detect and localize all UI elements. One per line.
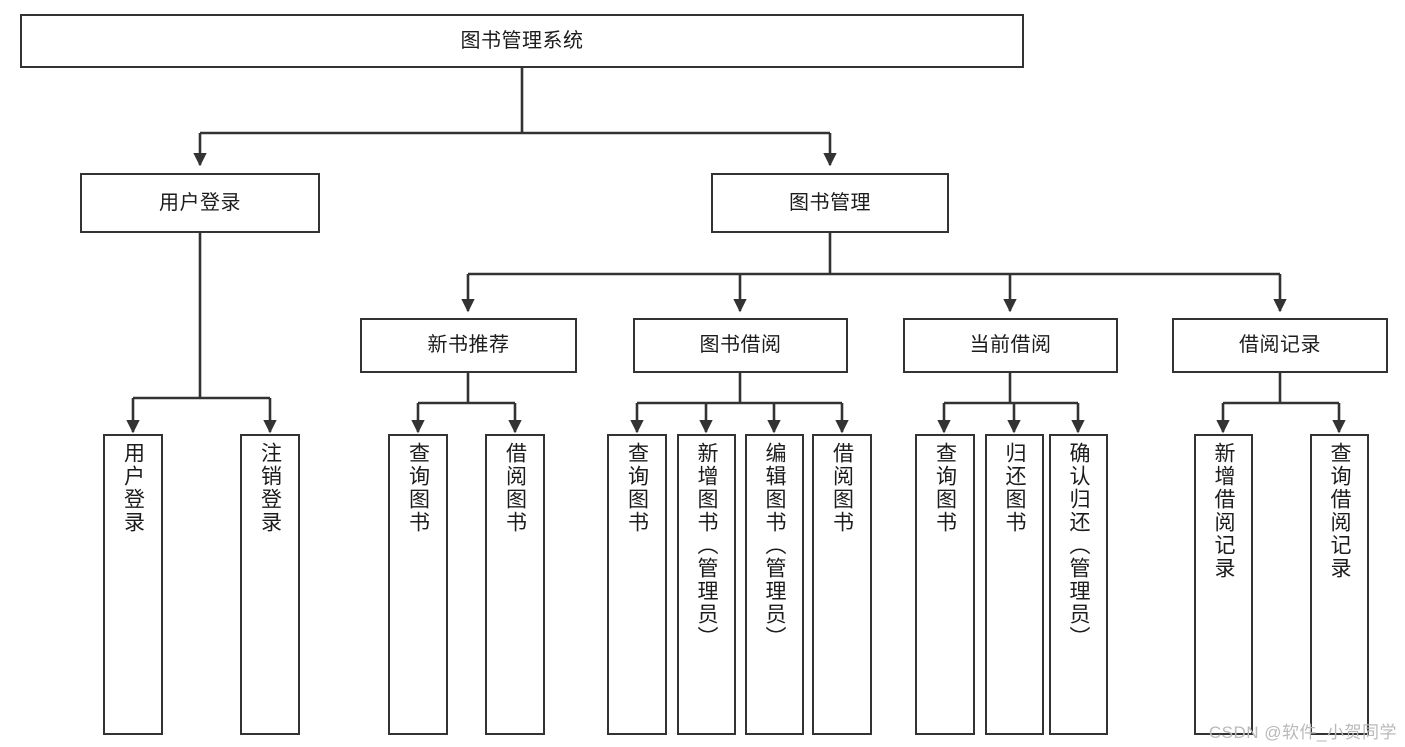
node-label: 借阅记录 — [1239, 334, 1321, 356]
node-label: 确认归还（管理员） — [1067, 442, 1090, 649]
node-label: 借阅图书 — [503, 442, 527, 534]
node-label: 查询图书 — [406, 442, 430, 534]
node-label: 当前借阅 — [969, 334, 1052, 356]
node-label: 新增图书（管理员） — [695, 442, 718, 649]
node-label: 借阅图书 — [830, 442, 854, 534]
node-current-borrow[interactable]: 当前借阅 — [903, 318, 1118, 373]
leaf-user-login[interactable]: 用户登录 — [103, 434, 163, 735]
node-label: 图书管理 — [789, 191, 871, 214]
node-label: 查询图书 — [933, 442, 957, 534]
node-label: 新书推荐 — [427, 334, 510, 356]
node-label: 图书管理系统 — [460, 29, 584, 52]
node-label: 图书借阅 — [699, 334, 782, 356]
node-label: 编辑图书（管理员） — [763, 442, 786, 649]
leaf-query-book-1[interactable]: 查询图书 — [388, 434, 448, 735]
node-label: 新增借阅记录 — [1212, 442, 1235, 580]
leaf-return-book[interactable]: 归还图书 — [985, 434, 1044, 735]
node-book-management[interactable]: 图书管理 — [711, 173, 949, 233]
node-label: 查询借阅记录 — [1328, 442, 1351, 580]
leaf-borrow-book-1[interactable]: 借阅图书 — [485, 434, 545, 735]
node-label: 用户登录 — [159, 191, 241, 214]
leaf-add-borrow-record[interactable]: 新增借阅记录 — [1194, 434, 1253, 735]
leaf-add-book-admin[interactable]: 新增图书（管理员） — [677, 434, 736, 735]
csdn-watermark: CSDN @软件_小贺同学 — [1208, 723, 1397, 742]
node-label: 注销登录 — [258, 442, 282, 534]
node-label: 查询图书 — [625, 442, 649, 534]
leaf-query-book-3[interactable]: 查询图书 — [915, 434, 975, 735]
leaf-query-book-2[interactable]: 查询图书 — [607, 434, 667, 735]
node-label: 归还图书 — [1003, 442, 1026, 534]
node-label: 用户登录 — [121, 442, 145, 534]
node-book-borrow[interactable]: 图书借阅 — [633, 318, 848, 373]
leaf-logout[interactable]: 注销登录 — [240, 434, 300, 735]
node-borrow-record[interactable]: 借阅记录 — [1172, 318, 1388, 373]
leaf-borrow-book-2[interactable]: 借阅图书 — [812, 434, 872, 735]
node-user-login[interactable]: 用户登录 — [80, 173, 320, 233]
node-new-book-recommend[interactable]: 新书推荐 — [360, 318, 577, 373]
leaf-confirm-return-admin[interactable]: 确认归还（管理员） — [1049, 434, 1108, 735]
leaf-query-borrow-record[interactable]: 查询借阅记录 — [1310, 434, 1369, 735]
node-root-system[interactable]: 图书管理系统 — [20, 14, 1024, 68]
leaf-edit-book-admin[interactable]: 编辑图书（管理员） — [745, 434, 804, 735]
